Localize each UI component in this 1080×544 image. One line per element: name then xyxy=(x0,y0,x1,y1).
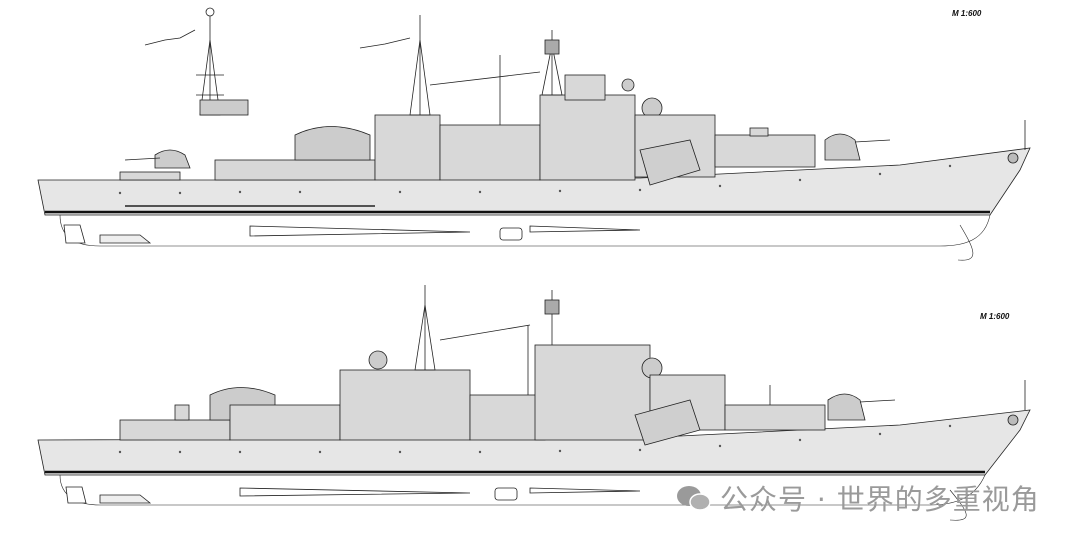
wechat-icon xyxy=(676,484,712,512)
mast-detail-top xyxy=(144,7,249,116)
ship-profile-top xyxy=(37,7,1031,261)
hull-bottom xyxy=(37,409,1031,476)
ship-profile-bottom xyxy=(37,285,1031,521)
watermark: 公众号 · 世界的多重视角 xyxy=(676,478,1040,518)
watermark-text: 公众号 · 世界的多重视角 xyxy=(720,483,1040,516)
scale-label-bottom: M 1:600 xyxy=(980,312,1010,321)
scale-label-top: M 1:600 xyxy=(952,9,982,18)
